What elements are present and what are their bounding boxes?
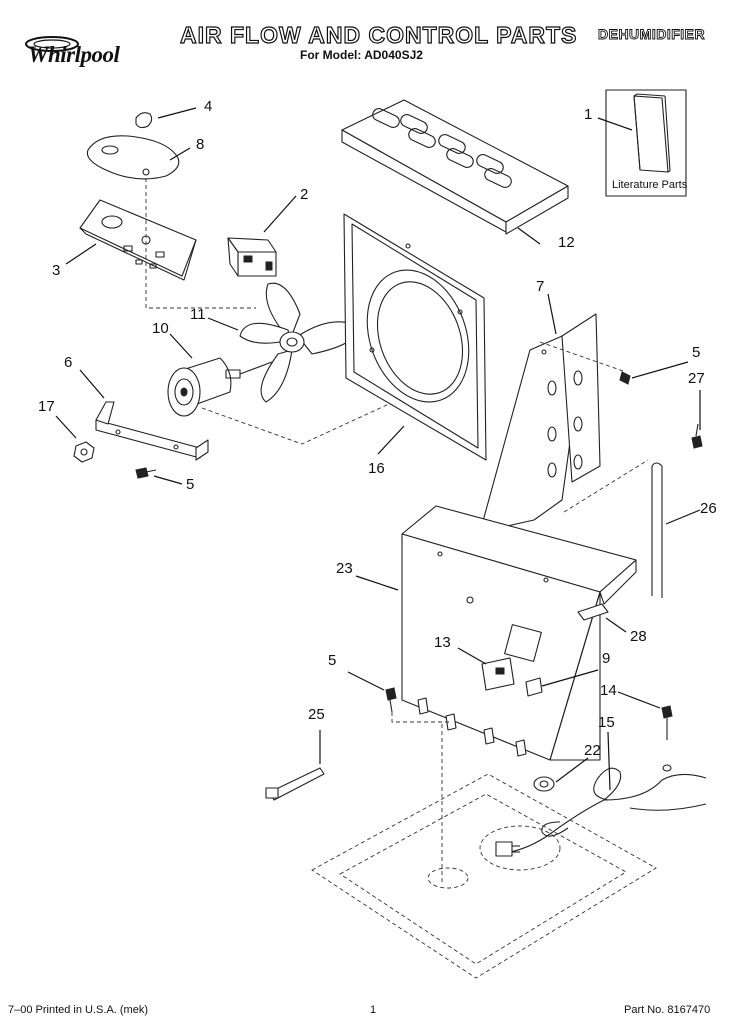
callout-16: 16 — [368, 460, 385, 477]
callout-15: 15 — [598, 714, 615, 731]
leader-lines — [55, 107, 701, 791]
float-switch — [481, 657, 515, 691]
fan-shroud — [343, 213, 487, 461]
motor-bracket — [95, 401, 209, 461]
callout-9: 9 — [602, 650, 611, 667]
base-plate — [311, 724, 657, 979]
screw-fastener — [691, 423, 703, 449]
evaporator-cover — [341, 99, 569, 235]
power-cord — [495, 767, 707, 857]
callout-27: 27 — [688, 370, 705, 387]
control-panel — [79, 199, 197, 281]
fan-blade — [239, 282, 359, 403]
assembly-line — [201, 397, 403, 445]
literature-parts-label: Literature Parts — [612, 179, 688, 191]
part-number: Part No. 8167470 — [624, 1004, 711, 1016]
callout-10: 10 — [152, 320, 169, 337]
whirlpool-logo: Whirlpool — [22, 28, 152, 76]
model-number: For Model: AD040SJ2 — [300, 48, 423, 62]
sensor-rod — [563, 459, 663, 598]
base-cabinet — [401, 505, 637, 761]
mounting-bracket — [577, 603, 609, 621]
callout-8: 8 — [196, 136, 205, 153]
literature-booklet — [633, 93, 671, 173]
callout-23: 23 — [336, 560, 353, 577]
callout-2: 2 — [300, 186, 309, 203]
callout-14: 14 — [600, 682, 617, 699]
hex-nut — [73, 441, 95, 463]
cable-tie — [265, 767, 325, 801]
brand-name: Whirlpool — [28, 42, 120, 67]
control-knob — [135, 112, 153, 129]
switch-box — [227, 237, 277, 277]
callout-12: 12 — [558, 234, 575, 251]
callout-6: 6 — [64, 354, 73, 371]
screw-fastener — [661, 705, 673, 772]
callout-17: 17 — [38, 398, 55, 415]
product-category: DEHUMIDIFIER — [598, 26, 706, 43]
logo-swoosh — [25, 36, 79, 52]
control-bezel — [86, 135, 180, 180]
fan-motor — [167, 357, 273, 417]
print-date: 7–00 Printed in U.S.A. (mek) — [8, 1004, 149, 1016]
screw-fastener — [135, 467, 157, 479]
callout-3: 3 — [52, 262, 61, 279]
callout-5: 5 — [692, 344, 701, 361]
screw-fastener — [619, 371, 631, 385]
callout-28: 28 — [630, 628, 647, 645]
page-number: 1 — [370, 1004, 377, 1016]
assembly-line — [145, 178, 256, 309]
page-title: AIR FLOW AND CONTROL PARTS — [179, 21, 578, 48]
callout-22: 22 — [584, 742, 601, 759]
retainer-clip — [525, 677, 543, 697]
callout-7: 7 — [536, 278, 545, 295]
callout-25: 25 — [308, 706, 325, 723]
callout-5: 5 — [328, 652, 337, 669]
evaporator-bracket — [479, 313, 601, 533]
callout-13: 13 — [434, 634, 451, 651]
callout-5: 5 — [186, 476, 195, 493]
strain-relief-bushing — [533, 776, 555, 792]
callout-1: 1 — [584, 106, 593, 123]
callout-11: 11 — [190, 306, 206, 323]
literature-box — [605, 89, 687, 197]
callout-26: 26 — [700, 500, 717, 517]
callout-4: 4 — [204, 98, 213, 115]
assembly-line — [539, 341, 627, 373]
screw-fastener — [385, 687, 452, 723]
